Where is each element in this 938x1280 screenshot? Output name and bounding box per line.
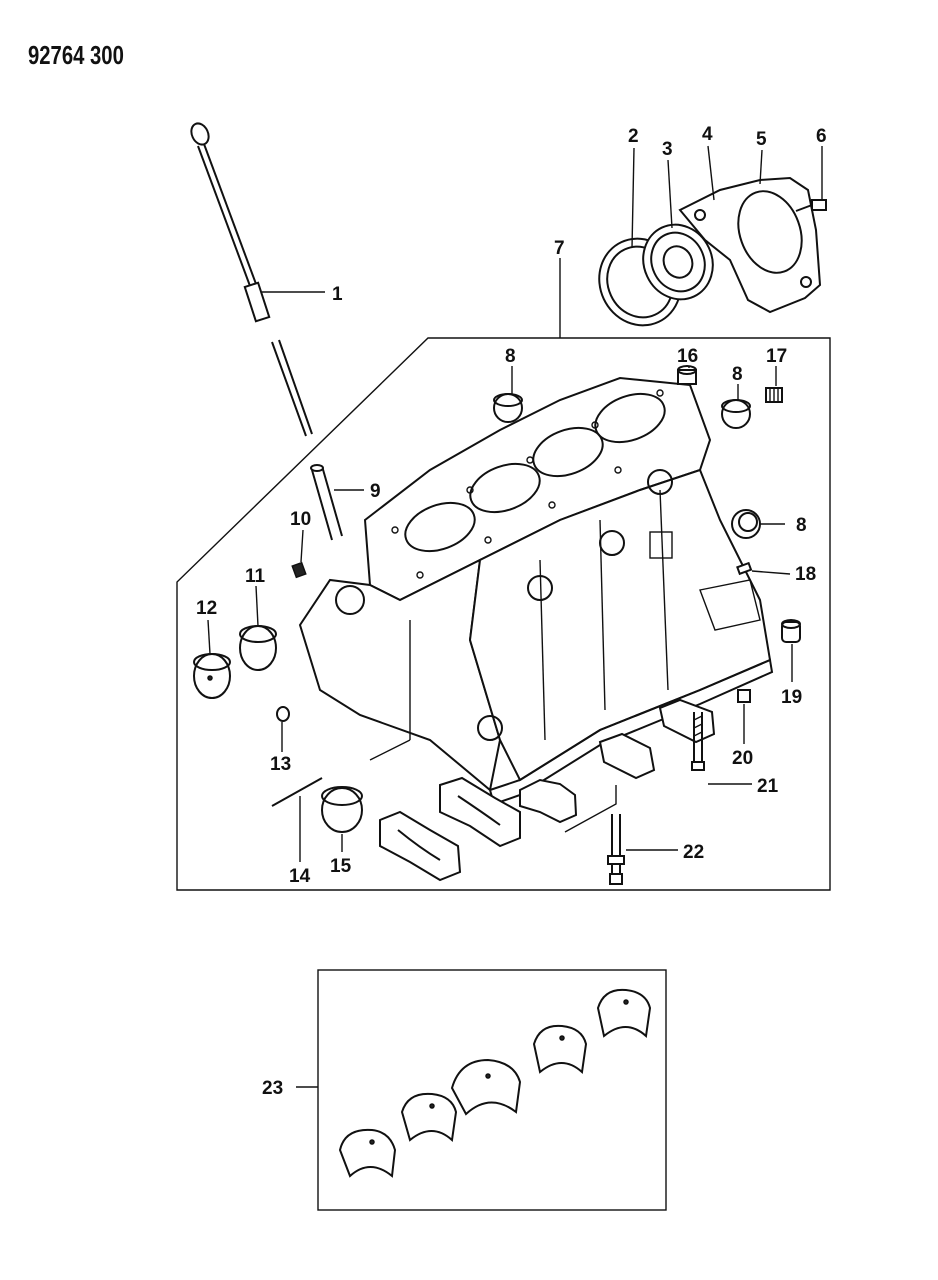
cylinder-block (298, 376, 774, 806)
main-bearing-set (338, 988, 652, 1178)
callout-16: 16 (677, 346, 698, 367)
callout-6: 6 (816, 126, 827, 147)
plug-20 (737, 689, 751, 703)
callout-18: 18 (795, 564, 816, 585)
callout-10: 10 (290, 509, 311, 530)
callout-13: 13 (270, 754, 291, 775)
callout-14: 14 (289, 866, 311, 887)
bearing-set-frame (317, 969, 667, 1211)
callout-4: 4 (702, 124, 713, 145)
stud-22 (607, 814, 625, 885)
stud-14 (271, 777, 323, 807)
case-bolt (795, 199, 827, 212)
main-bearing-caps (379, 698, 716, 882)
bearing-cap-bolt (691, 712, 705, 771)
callout-3: 3 (662, 139, 673, 160)
callout-15: 15 (330, 856, 352, 877)
callout-8-side: 8 (796, 515, 807, 536)
plug-16 (677, 365, 697, 385)
callout-9: 9 (370, 481, 381, 502)
callout-23: 23 (262, 1078, 283, 1099)
callout-19: 19 (781, 687, 802, 708)
callout-1: 1 (332, 284, 343, 305)
dipstick (190, 122, 313, 437)
engine-block-group-frame (176, 337, 831, 891)
leader-lines (207, 145, 823, 1088)
callout-11: 11 (245, 566, 266, 587)
callout-17: 17 (766, 346, 787, 367)
callout-2: 2 (628, 126, 639, 147)
bushing-11 (239, 625, 277, 671)
threaded-plug-17 (765, 387, 783, 403)
oil-seal (642, 223, 714, 301)
small-plug-10 (291, 561, 307, 579)
plug-19 (781, 619, 801, 643)
callout-labels: 1 2 3 4 5 6 7 8 8 8 9 10 11 12 13 14 15 … (196, 124, 827, 1099)
stud-22-bracket-line (564, 785, 617, 833)
callout-20: 20 (732, 748, 753, 769)
expansion-plug-side (731, 509, 761, 539)
callout-21: 21 (757, 776, 779, 797)
callout-8-upper-left: 8 (505, 346, 516, 367)
callout-7: 7 (554, 238, 565, 259)
dowel-pin-18 (736, 561, 753, 576)
callout-5: 5 (756, 129, 767, 150)
callout-12: 12 (196, 598, 217, 619)
bushing-15 (321, 786, 363, 833)
oil-tube (310, 464, 343, 541)
bushing-12 (193, 653, 231, 699)
plug-13 (276, 706, 290, 722)
callout-8-upper-right: 8 (732, 364, 743, 385)
expansion-plug-upper-left (493, 393, 523, 423)
callout-22: 22 (683, 842, 704, 863)
expansion-plug-upper-right (721, 399, 751, 429)
part-number: 92764 300 (28, 40, 124, 70)
